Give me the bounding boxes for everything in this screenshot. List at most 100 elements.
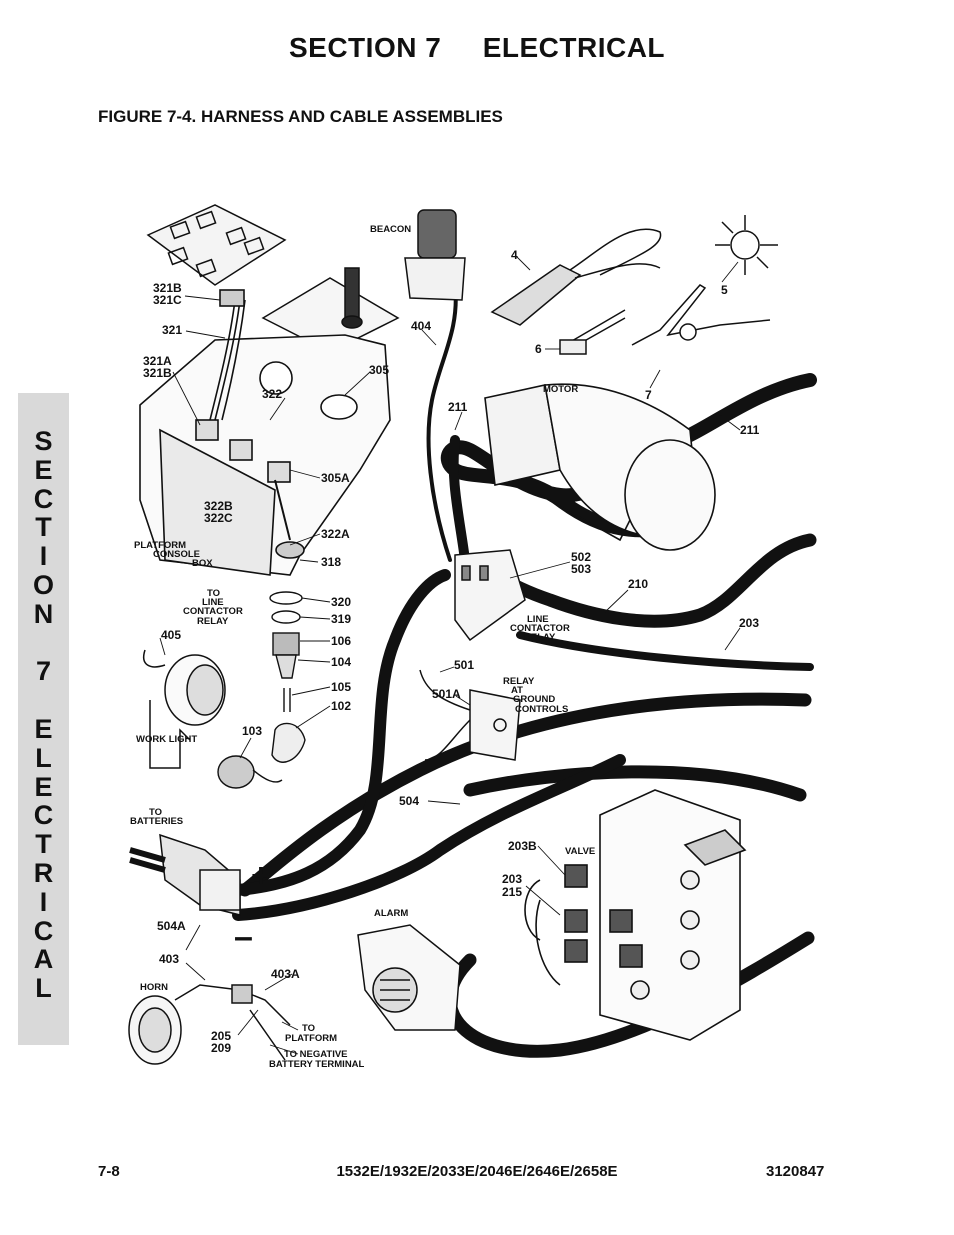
label-403a: 403A [271, 967, 300, 981]
label-322c: 322C [204, 511, 233, 525]
label-322b: 322B [204, 499, 233, 513]
footer-page-number: 7-8 [98, 1163, 120, 1180]
side-tab-letter: R [33, 857, 54, 888]
label-209: 209 [211, 1041, 231, 1055]
label-lcr-relay: RELAY [524, 632, 556, 643]
work-light [143, 649, 226, 769]
label-102: 102 [331, 699, 351, 713]
side-tab-letter: C [33, 800, 54, 831]
label-6: 6 [535, 342, 542, 356]
label-lcr-contactor: CONTACTOR [510, 623, 570, 634]
label-platform-2: PLATFORM [285, 1033, 337, 1044]
label-404: 404 [411, 319, 431, 333]
label-318: 318 [321, 555, 341, 569]
side-tab-letter: E [34, 454, 53, 485]
valve-block [524, 789, 747, 1041]
label-319: 319 [331, 612, 351, 626]
motor [484, 383, 716, 551]
label-controls: CONTROLS [515, 704, 568, 715]
beacon [404, 209, 466, 301]
label-106: 106 [331, 634, 351, 648]
cable-upper-long [238, 692, 812, 897]
label-platform: PLATFORM [134, 540, 186, 551]
label-work-light: WORK LIGHT [136, 734, 197, 745]
label-ground: GROUND [513, 694, 555, 705]
label-relay-gc: RELAY [503, 676, 535, 687]
label-501: 501 [454, 658, 474, 672]
cable-plus [232, 569, 451, 896]
side-tab-letter: N [33, 598, 54, 629]
alarm [357, 924, 461, 1031]
label-motor: MOTOR [543, 384, 578, 395]
side-tab-letter: L [35, 742, 52, 773]
label-at: AT [511, 685, 523, 696]
label-horn: HORN [140, 982, 168, 993]
label-103: 103 [242, 724, 262, 738]
label-203: 203 [739, 616, 759, 630]
leader-lines [159, 255, 741, 1055]
crimp-tools [490, 215, 778, 355]
label-battery-terminal: BATTERY TERMINAL [269, 1059, 365, 1070]
label-405: 405 [161, 628, 181, 642]
side-tab-letter: I [39, 541, 48, 572]
label-504: 504 [399, 794, 419, 808]
side-tab-letter: E [34, 771, 53, 802]
label-203b: 203B [508, 839, 537, 853]
label-322a: 322A [321, 527, 350, 541]
cable-210 [488, 533, 817, 628]
side-tab-letter: 7 [35, 656, 52, 687]
label-relay: RELAY [197, 616, 229, 627]
label-321b-2: 321B [143, 366, 172, 380]
label-console: CONSOLE [153, 549, 200, 560]
side-tab-letter: O [32, 569, 54, 600]
platform-console-box [139, 289, 391, 576]
label-215: 215 [502, 885, 522, 899]
connector-stack [217, 591, 306, 789]
ground-relay [419, 669, 521, 761]
label-321b: 321B [153, 281, 182, 295]
cable-211-vertical [448, 435, 470, 565]
label-to-batt: TO [149, 807, 162, 818]
cable-203 [516, 631, 814, 671]
label-502: 502 [571, 550, 591, 564]
platform-control-panel [146, 204, 287, 286]
label-7: 7 [645, 388, 652, 402]
label-line: LINE [202, 597, 224, 608]
label-305: 305 [369, 363, 389, 377]
label-minus: – [234, 918, 253, 956]
side-tab-letter: T [35, 829, 52, 860]
label-305a: 305A [321, 471, 350, 485]
label-lcr-line: LINE [527, 614, 549, 625]
label-5: 5 [721, 283, 728, 297]
label-beacon: BEACON [370, 224, 411, 235]
line-contactor-relay [454, 549, 526, 642]
label-to-plat: TO [302, 1023, 315, 1034]
label-batteries: BATTERIES [130, 816, 183, 827]
label-105: 105 [331, 680, 351, 694]
label-210: 210 [628, 577, 648, 591]
label-104: 104 [331, 655, 351, 669]
label-501a: 501A [432, 687, 461, 701]
label-321a: 321A [143, 354, 172, 368]
footer-doc-number: 3120847 [766, 1163, 825, 1180]
label-205: 205 [211, 1029, 231, 1043]
label-320: 320 [331, 595, 351, 609]
label-to: TO [207, 588, 220, 599]
side-tab-letter: C [33, 483, 54, 514]
side-tab-letter: C [33, 915, 54, 946]
label-contactor: CONTACTOR [183, 606, 243, 617]
label-valve: VALVE [565, 846, 595, 857]
cable-minus [232, 754, 626, 921]
label-plus: + [251, 857, 271, 895]
label-4: 4 [511, 248, 518, 262]
cable-504-lower [463, 765, 807, 802]
label-503: 503 [571, 562, 591, 576]
side-tab-letter: L [35, 973, 52, 1004]
label-203-2: 203 [502, 872, 522, 886]
label-321c: 321C [153, 293, 182, 307]
label-box: BOX [192, 558, 213, 569]
label-to-negative: TO NEGATIVE [284, 1049, 348, 1060]
side-tab-letter: T [35, 512, 52, 543]
